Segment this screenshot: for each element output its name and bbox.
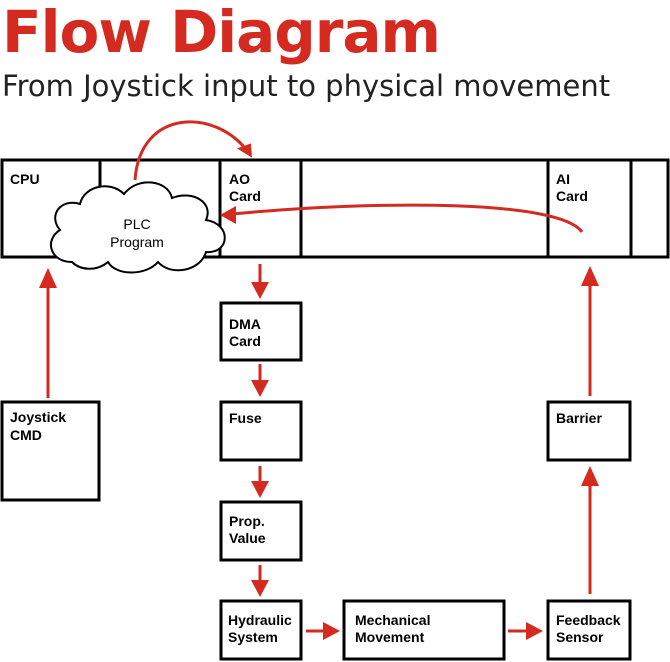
barrier-box: Barrier (546, 400, 632, 462)
page-title: Flow Diagram (2, 0, 441, 66)
hydraulic-label-line1: Hydraulic (228, 612, 292, 628)
mechanical-movement-box: Mechanical Movement (342, 599, 506, 661)
fuse-label: Fuse (229, 410, 262, 426)
rack-ai-label-line1: AI (556, 171, 570, 187)
mechanical-label-line2: Movement (355, 629, 425, 645)
dma-label-line1: DMA (229, 316, 261, 332)
barrier-label: Barrier (556, 410, 602, 426)
arrow-ai-to-cloud (231, 203, 584, 233)
fuse-box: Fuse (219, 400, 303, 462)
page-subtitle: From Joystick input to physical movement (2, 69, 611, 103)
feedback-sensor-box: Feedback Sensor (546, 599, 632, 661)
hydraulic-label-line2: System (228, 629, 278, 645)
arrowhead-icon (251, 380, 269, 397)
arrowhead-icon (251, 282, 269, 299)
dma-card-box: DMA Card (219, 301, 303, 362)
arrowhead-icon (526, 622, 543, 640)
mechanical-label-line1: Mechanical (355, 612, 430, 628)
rack-ao-label-line2: Card (229, 188, 261, 204)
arrowhead-icon (581, 466, 599, 486)
feedback-label-line2: Sensor (556, 629, 604, 645)
joystick-cmd-box: Joystick CMD (0, 400, 101, 502)
arrow-cpu-to-ao (133, 120, 250, 181)
hydraulic-system-box: Hydraulic System (219, 599, 303, 661)
arrowhead-icon (220, 206, 236, 224)
arrowhead-icon (39, 268, 57, 288)
arrowhead-icon (251, 481, 269, 498)
prop-label-line2: Value (229, 530, 266, 546)
rack-cpu-label: CPU (10, 171, 40, 187)
plc-program-cloud: PLC Program (49, 181, 226, 274)
joystick-label-line1: Joystick (10, 409, 66, 425)
cloud-label-line2: Program (110, 234, 164, 250)
dma-label-line2: Card (229, 333, 261, 349)
arrowhead-icon (237, 143, 252, 158)
rack-ao-label-line1: AO (229, 171, 250, 187)
joystick-label-line2: CMD (10, 427, 42, 443)
rack-ai-label-line2: Card (556, 188, 588, 204)
feedback-label-line1: Feedback (556, 612, 621, 628)
arrowhead-icon (251, 580, 269, 597)
arrowhead-icon (581, 266, 599, 286)
arrowhead-icon (323, 622, 340, 640)
prop-value-box: Prop. Value (219, 500, 303, 562)
cloud-label-line1: PLC (123, 216, 150, 232)
prop-label-line1: Prop. (229, 513, 265, 529)
